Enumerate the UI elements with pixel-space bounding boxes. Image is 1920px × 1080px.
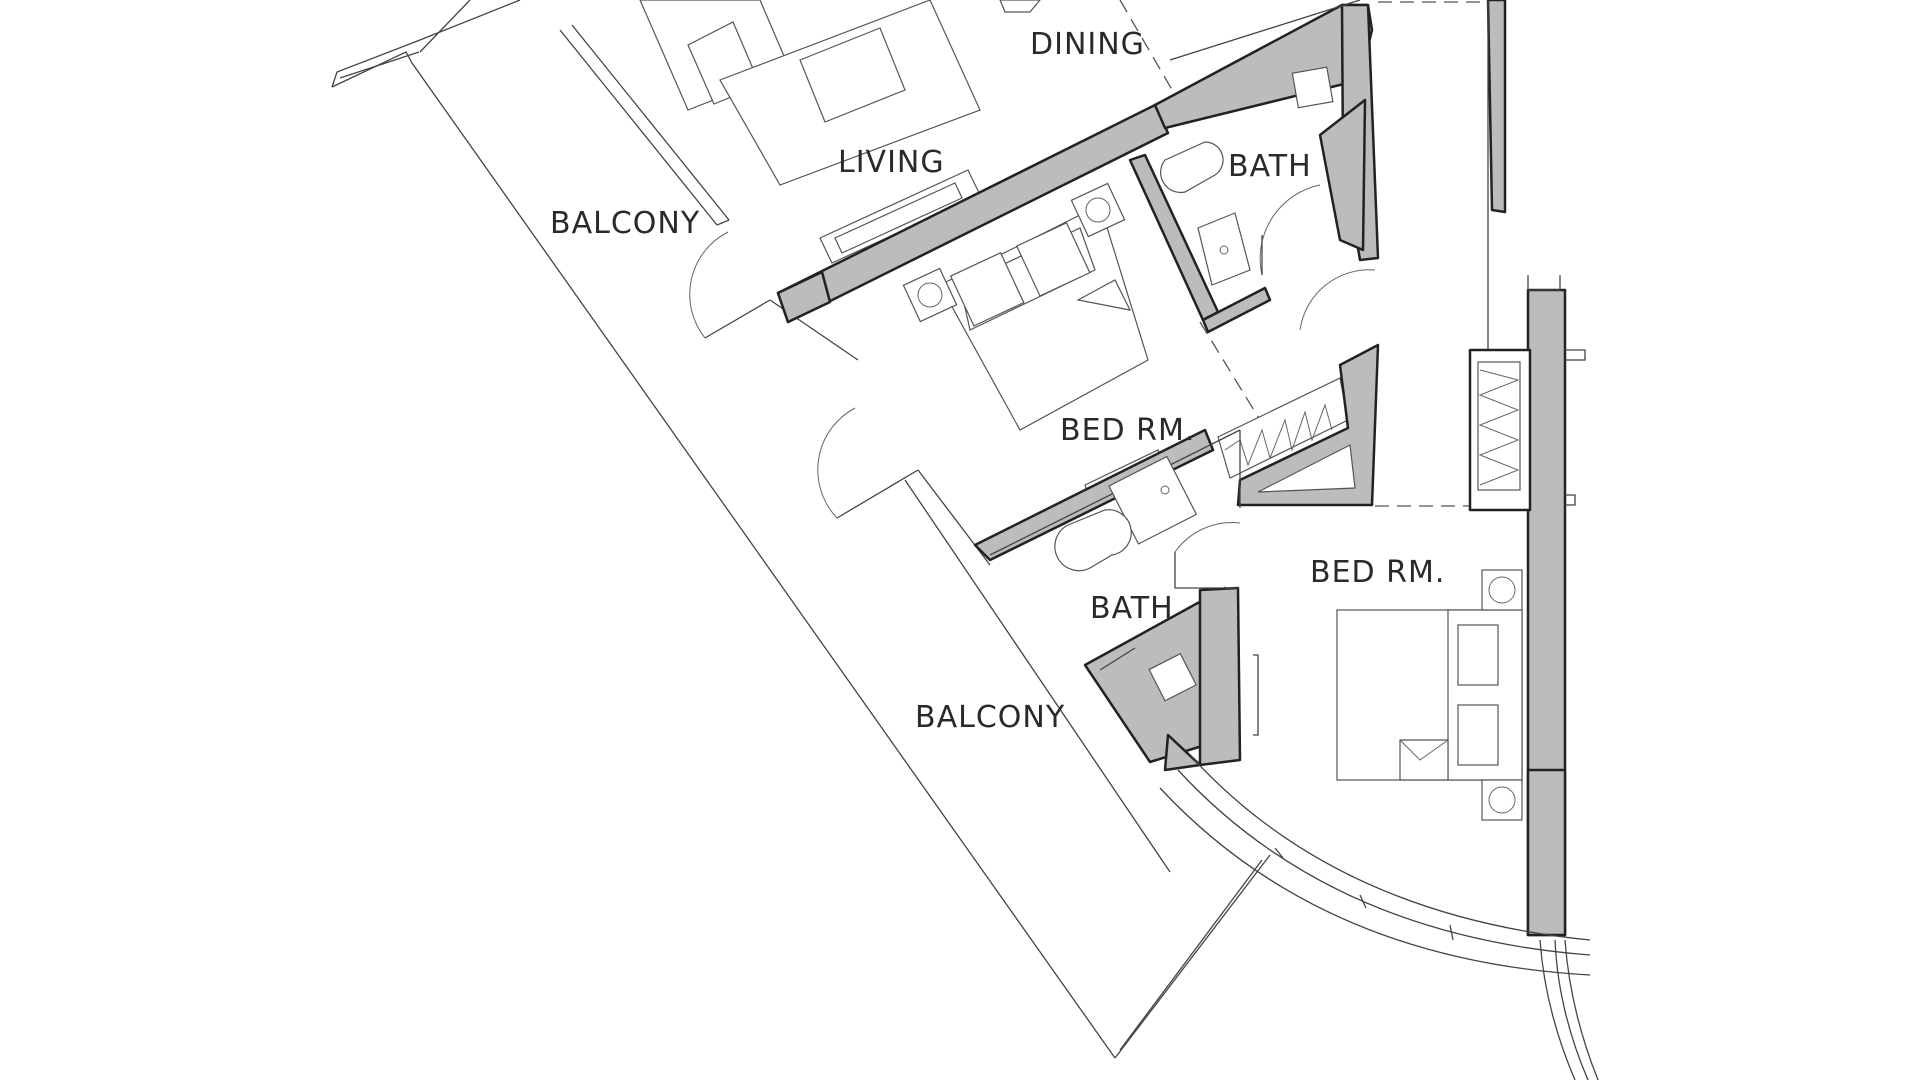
bath-top-fixtures bbox=[1160, 66, 1376, 331]
label-living: LIVING bbox=[838, 145, 945, 180]
right-wall bbox=[1486, 0, 1586, 937]
bath-top-walls bbox=[1128, 0, 1380, 334]
label-balcony-top: BALCONY bbox=[550, 206, 700, 241]
bath-bottom-walls bbox=[973, 428, 1242, 772]
bed-1 bbox=[902, 182, 1163, 494]
balcony-outline bbox=[331, 0, 1271, 1059]
balcony-window-top bbox=[559, 24, 859, 361]
dashed-boundaries bbox=[1119, 0, 1480, 507]
room-labels: DINING LIVING BATH BALCONY BED RM. BED R… bbox=[550, 27, 1445, 735]
label-bath-bottom: BATH bbox=[1090, 591, 1174, 626]
label-bath-top: BATH bbox=[1228, 149, 1312, 184]
bed-2 bbox=[1253, 569, 1523, 821]
bath-bottom-fixtures bbox=[1054, 455, 1241, 702]
label-balcony-bottom: BALCONY bbox=[915, 700, 1065, 735]
living-furniture bbox=[639, 0, 1041, 264]
label-bed-room-2: BED RM. bbox=[1310, 555, 1445, 590]
label-dining: DINING bbox=[1030, 27, 1145, 62]
central-wall bbox=[776, 103, 1170, 324]
curved-facade bbox=[1159, 754, 1599, 1080]
wardrobe-right bbox=[1468, 348, 1532, 512]
wardrobe-center bbox=[1217, 343, 1380, 507]
label-bed-room-1: BED RM. bbox=[1060, 413, 1195, 448]
